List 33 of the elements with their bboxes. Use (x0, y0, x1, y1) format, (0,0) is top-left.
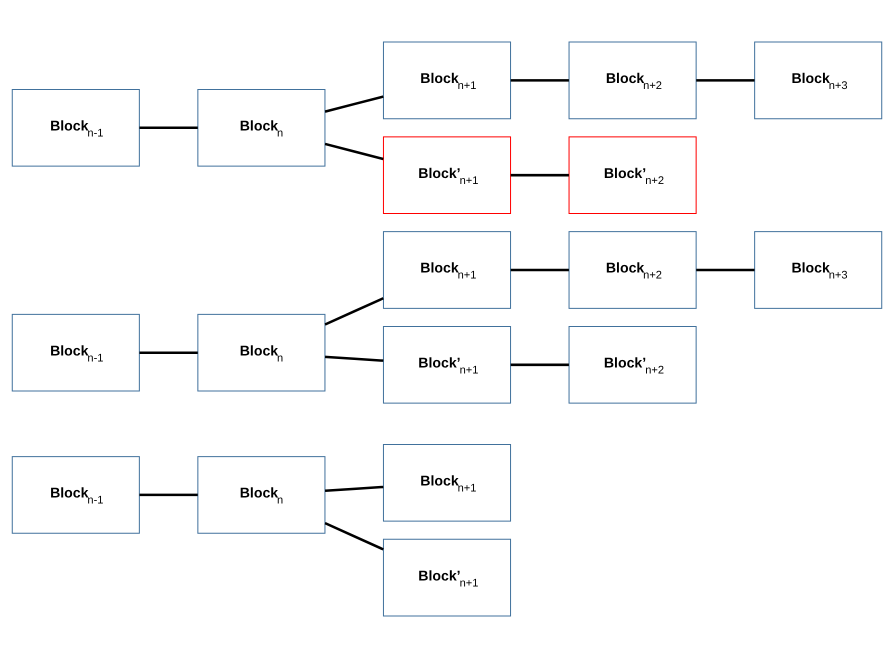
connector (510, 173, 569, 176)
node-box: Block$_{n+1}$ (382, 443, 512, 522)
node-box: Block$_{n+3}$ (754, 41, 882, 119)
node-box: Block$_{n-1}$ (12, 313, 140, 392)
node-box: Block$_{n}$ (197, 456, 326, 534)
node-box: Block$_{n}$ (197, 88, 326, 166)
connector (324, 296, 384, 326)
node-box: Block$_{n+3}$ (754, 230, 882, 308)
connector (140, 350, 198, 354)
node-box: Block’$_{n+2}$ (568, 325, 697, 404)
node-box: Block’$_{n+1}$ (382, 538, 512, 616)
node-box: Block$_{n-1}$ (12, 456, 140, 534)
connector (510, 268, 569, 271)
node-box: Block$_{n+1}$ (382, 230, 512, 308)
connector (324, 522, 384, 550)
connector (140, 493, 198, 496)
node-box: Block’$_{n+1}$ (382, 136, 512, 214)
connector (324, 94, 384, 112)
node-box: Block$_{n}$ (197, 313, 326, 392)
node-box: Block$_{n+1}$ (382, 41, 512, 119)
connector (510, 363, 569, 366)
node-box: Block’$_{n+1}$ (382, 325, 512, 404)
connector (324, 142, 384, 160)
connector (696, 268, 754, 271)
node-box: Block’$_{n+2}$ (568, 136, 697, 214)
connector (510, 78, 569, 82)
connector (696, 78, 754, 82)
node-box: Block$_{n-1}$ (12, 88, 140, 166)
node-box: Block$_{n+2}$ (568, 230, 697, 308)
connector (325, 485, 384, 492)
connector (325, 355, 384, 362)
node-box: Block$_{n+2}$ (568, 41, 697, 119)
connector (140, 126, 198, 129)
